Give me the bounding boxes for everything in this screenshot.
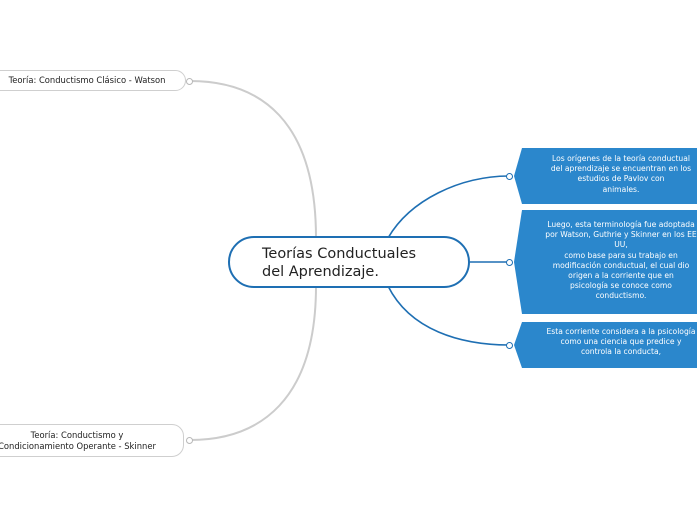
subtopic-psychology-handle[interactable] [506,342,513,349]
topic-skinner-label: Teoría: Conductismo y Condicionamiento O… [0,430,156,451]
subtopic-terminology[interactable]: Luego, esta terminología fue adoptada po… [514,210,697,314]
central-topic-title: Teorías Conductuales del Aprendizaje. [262,246,417,280]
central-topic[interactable]: Teorías Conductuales del Aprendizaje. [228,236,470,288]
topic-skinner[interactable]: Teoría: Conductismo y Condicionamiento O… [0,424,184,457]
topic-watson[interactable]: Teoría: Conductismo Clásico - Watson [0,70,186,91]
connector-watson [189,80,317,239]
connector-psychology [387,285,511,346]
subtopic-origins[interactable]: Los orígenes de la teoría conductual del… [514,148,697,204]
subtopic-origins-text: Los orígenes de la teoría conductual del… [550,154,692,194]
subtopic-terminology-handle[interactable] [506,259,513,266]
topic-watson-label: Teoría: Conductismo Clásico - Watson [8,75,166,85]
subtopic-psychology-text: Esta corriente considera a la psicología… [546,327,696,357]
subtopic-terminology-text: Luego, esta terminología fue adoptada po… [545,220,697,301]
topic-skinner-handle[interactable] [186,437,193,444]
subtopic-origins-handle[interactable] [506,173,513,180]
connector-origins [387,175,511,239]
subtopic-psychology[interactable]: Esta corriente considera a la psicología… [514,322,697,368]
connector-skinner [189,285,317,441]
topic-watson-handle[interactable] [186,78,193,85]
